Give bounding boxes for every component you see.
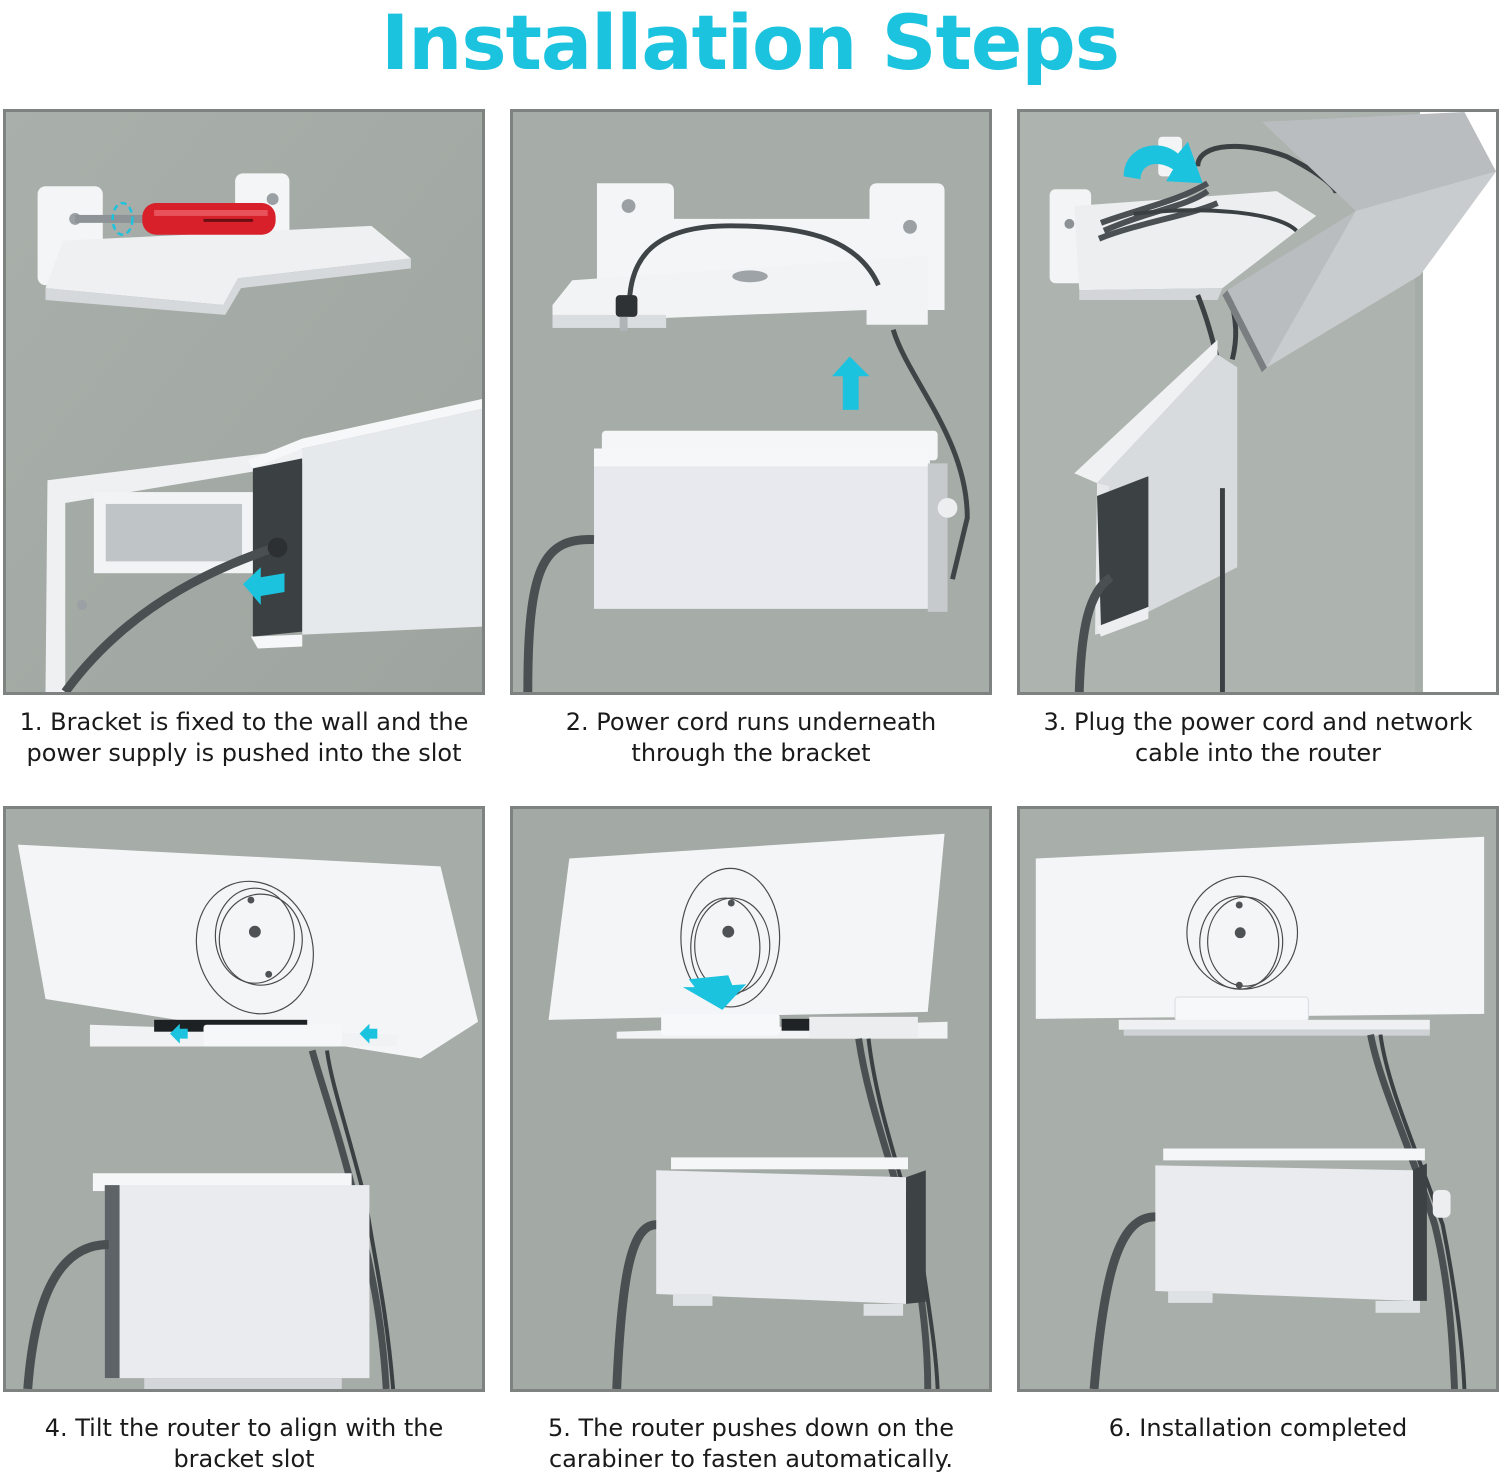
router [17,844,479,1059]
step-6-caption: 6. Installation completed [1017,1413,1499,1444]
down-arrow-icon [682,975,747,1010]
power-supply [656,1157,926,1316]
power-supply [1074,339,1238,637]
wall-bracket [37,173,411,315]
curved-arrow-icon [1123,141,1203,184]
step-6-caption-line-1: 6. Installation completed [1108,1414,1408,1442]
step-4-illustration [3,806,485,1392]
right-pointing-arrow-icon [169,1023,188,1044]
power-cord [627,223,970,580]
power-cable [61,543,277,692]
step-2-caption-line-2: through the bracket [631,739,871,767]
step-5-caption-line-2: carabiner to fasten automatically. [548,1445,954,1473]
power-supply [92,1173,370,1389]
screwdriver-icon [75,201,276,236]
up-arrow-icon [831,356,870,410]
left-arrow-icon [243,567,285,605]
wall-bracket [1118,1019,1430,1036]
step-2-caption: 2. Power cord runs underneath through th… [510,707,992,769]
power-supply [1155,1148,1451,1313]
step-1-caption-line-1: 1. Bracket is fixed to the wall and the [19,708,469,736]
step-4-caption-line-2: bracket slot [173,1445,315,1473]
router [1222,112,1496,373]
step-5-caption-line-1: 5. The router pushes down on the [547,1414,955,1442]
power-supply [593,430,958,612]
step-3-caption-line-2: cable into the router [1134,739,1382,767]
router-logo-icon [1186,875,1299,990]
step-1-illustration [3,109,485,695]
bracket-slot [89,1019,400,1047]
wall-bracket [552,183,945,328]
step-6-illustration [1017,806,1499,1392]
step-3-caption: 3. Plug the power cord and network cable… [1017,707,1499,769]
router-logo-icon [195,880,314,1015]
bracket-clip [616,1013,948,1039]
step-4-caption-line-1: 4. Tilt the router to align with the [44,1414,444,1442]
router [548,833,945,1020]
left-pointing-arrow-icon [359,1023,378,1044]
step-1-caption: 1. Bracket is fixed to the wall and the … [3,707,485,769]
step-2-caption-line-1: 2. Power cord runs underneath [565,708,937,736]
step-5-caption: 5. The router pushes down on the carabin… [510,1413,992,1475]
page-title: Installation Steps [380,0,1120,87]
router [1035,836,1485,1022]
step-2-illustration [510,109,992,695]
step-3-illustration [1017,109,1499,695]
step-5-illustration [510,806,992,1392]
step-1-caption-line-2: power supply is pushed into the slot [26,739,462,767]
step-3-caption-line-1: 3. Plug the power cord and network [1043,708,1473,736]
step-4-caption: 4. Tilt the router to align with the bra… [3,1413,485,1475]
